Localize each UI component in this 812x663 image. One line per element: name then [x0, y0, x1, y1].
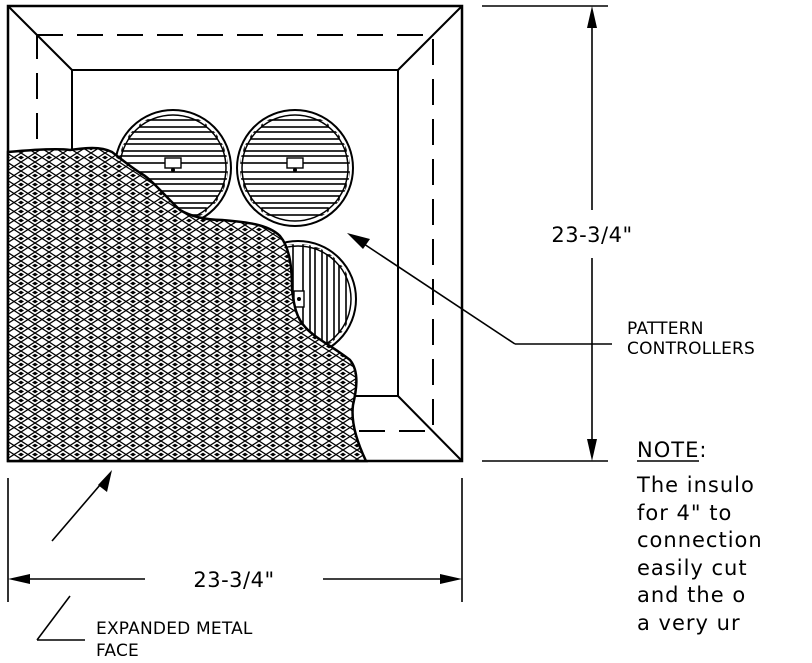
note-heading: NOTE: [637, 438, 707, 462]
note-line-5: and the o [637, 583, 746, 607]
vertical-dimension [482, 5, 608, 462]
note-line-3: connection [637, 528, 763, 552]
horizontal-dimension-label: 23-3/4" [193, 568, 274, 592]
note-line-1: The insulo [636, 473, 755, 497]
vertical-dimension-label: 23-3/4" [551, 223, 632, 247]
horizontal-dimension [7, 478, 463, 602]
note-line-6: a very ur [637, 611, 741, 635]
pattern-controller-2 [236, 109, 354, 227]
note-line-2: for 4" to [637, 501, 732, 525]
note-line-4: easily cut [637, 556, 748, 580]
pattern-controllers-label-line2: CONTROLLERS [627, 339, 755, 359]
pattern-controllers-leader [347, 233, 612, 345]
expanded-metal-label-line1: EXPANDED METAL [96, 619, 253, 639]
expanded-metal-label-line2: FACE [96, 641, 139, 661]
pattern-controllers-label-line1: PATTERN [627, 319, 704, 339]
expanded-metal-mesh [6, 146, 368, 463]
expanded-metal-leader [36, 470, 112, 641]
